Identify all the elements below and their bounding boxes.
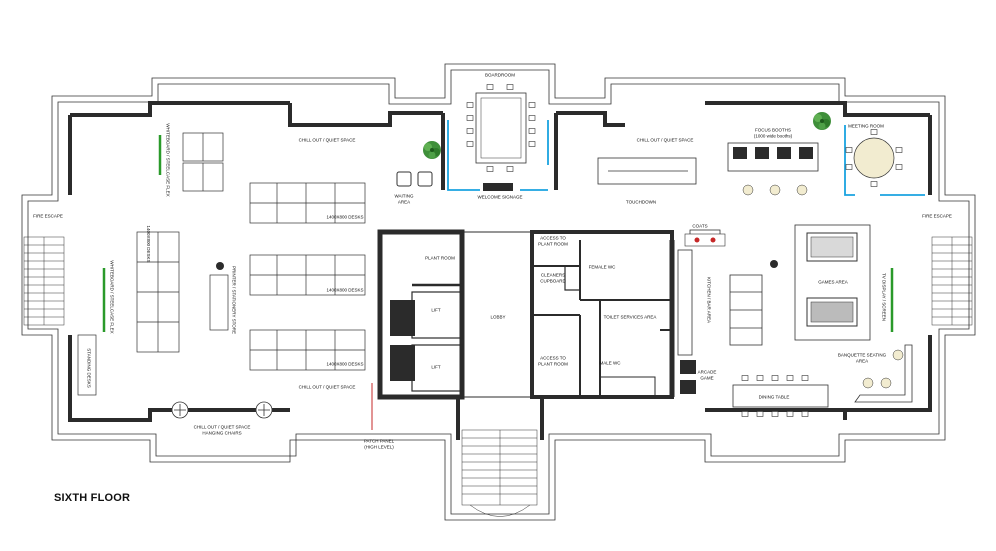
label-lift-1: LIFT	[431, 307, 441, 313]
label-chill-out-hanging-2: HANGING CHAIRS	[202, 430, 242, 436]
label-chill-out-hanging-1: CHILL OUT / QUIET SPACE	[193, 424, 251, 430]
arcade-machines	[680, 360, 696, 394]
label-standing-desks: STANDING DESKS	[86, 348, 92, 388]
plant-icon	[813, 112, 831, 130]
label-boardroom: BOARDROOM	[484, 72, 516, 78]
green-markers	[102, 135, 894, 332]
label-cleaners-2: CUPBOARD	[540, 278, 566, 284]
hanging-chairs	[171, 401, 273, 419]
coats-rail	[684, 233, 726, 247]
label-chill-out-bottom: CHILL OUT / QUIET SPACE	[298, 384, 356, 390]
label-desk-b: 1400X800 DESKS	[326, 287, 364, 293]
label-touchdown: TOUCHDOWN	[625, 199, 657, 205]
building-core	[377, 229, 675, 440]
label-patch-panel-2: (HIGH LEVEL)	[364, 444, 394, 450]
label-kitchen: KITCHEN / BAR AREA	[706, 276, 712, 324]
fire-escape-stair-right	[931, 236, 973, 326]
label-cleaners-1: CLEANERS	[540, 272, 566, 278]
label-chill-out-top-right: CHILL OUT / QUIET SPACE	[636, 137, 694, 143]
label-desk-c: 1400X800 DESKS	[326, 361, 364, 367]
label-focus-booths-2: (1000 wide booths)	[753, 133, 793, 139]
label-coats: COATS	[692, 223, 708, 229]
waiting-chairs	[396, 171, 433, 187]
touchdown-table	[597, 157, 697, 185]
label-lobby: LOBBY	[490, 314, 506, 320]
fire-escape-stair-left	[23, 236, 65, 326]
label-waiting-2: AREA	[397, 199, 411, 205]
drawing-title: SIXTH FLOOR	[54, 492, 131, 504]
label-male-wc: MALE WC	[599, 360, 621, 366]
standing-desk-block	[77, 334, 97, 396]
label-plant-room: PLANT ROOM	[425, 255, 455, 261]
label-toilet-services: TOILET SERVICES AREA	[603, 314, 657, 320]
desk-cluster-a	[249, 182, 366, 224]
label-access-plant-top-1: ACCESS TO	[540, 235, 566, 241]
kitchen-counter	[677, 229, 778, 356]
desk-cluster-left	[136, 231, 180, 353]
label-female-wc: FEMALE WC	[588, 264, 616, 270]
main-stair	[461, 429, 538, 517]
glass-partitions	[447, 120, 925, 196]
desk-cluster-c	[249, 329, 366, 371]
label-welcome-signage: WELCOME SIGNAGE	[477, 194, 523, 200]
printer-station	[209, 262, 229, 331]
label-patch-panel-1: PATCH PANEL	[363, 438, 395, 444]
label-access-plant-top-2: PLANT ROOM	[538, 241, 568, 247]
label-desk-a: 1400X800 DESKS	[326, 214, 364, 220]
label-desk-left: 1400X800 DESKS	[145, 225, 151, 263]
label-banquette-2: AREA	[855, 358, 869, 364]
label-printer: PRINTER / STATIONERY STORE	[231, 265, 237, 335]
label-meeting-room: MEETING ROOM	[848, 123, 884, 129]
games-tables	[794, 224, 871, 341]
exterior-walls	[21, 63, 976, 521]
label-whiteboard-left: WHITEBOARD / STEELCASE FLEX	[109, 260, 115, 334]
label-lift-2: LIFT	[431, 364, 441, 370]
plant-icon	[423, 141, 441, 159]
label-tv-screen: TV DISPLAY / SCREEN	[881, 272, 887, 322]
boardroom-table	[466, 84, 536, 191]
label-waiting-1: WAITING	[394, 193, 414, 199]
label-access-plant-bottom-1: ACCESS TO	[540, 355, 566, 361]
banquette-seating	[854, 344, 913, 403]
label-dining-table: DINING TABLE	[758, 394, 790, 400]
label-whiteboard-top: WHITEBOARD / STEELCASE FLEX	[165, 123, 171, 197]
desk-cluster-top-left	[182, 132, 224, 192]
meeting-room-table	[845, 129, 903, 187]
label-arcade-2: GAME	[700, 375, 714, 381]
label-access-plant-bottom-2: PLANT ROOM	[538, 361, 568, 367]
desk-cluster-b	[249, 254, 366, 296]
label-banquette-1: BANQUETTE SEATING	[837, 352, 887, 358]
label-arcade-1: ARCADE	[697, 369, 717, 375]
dining-table	[732, 375, 829, 417]
interior-walls	[68, 101, 932, 422]
label-chill-out-top-left: CHILL OUT / QUIET SPACE	[298, 137, 356, 143]
label-focus-booths-1: FOCUS BOOTHS	[754, 127, 792, 133]
label-games-area: GAMES AREA	[818, 279, 848, 285]
focus-booths	[727, 142, 819, 196]
label-fire-escape-left: FIRE ESCAPE	[33, 213, 63, 219]
label-fire-escape-right: FIRE ESCAPE	[922, 213, 952, 219]
